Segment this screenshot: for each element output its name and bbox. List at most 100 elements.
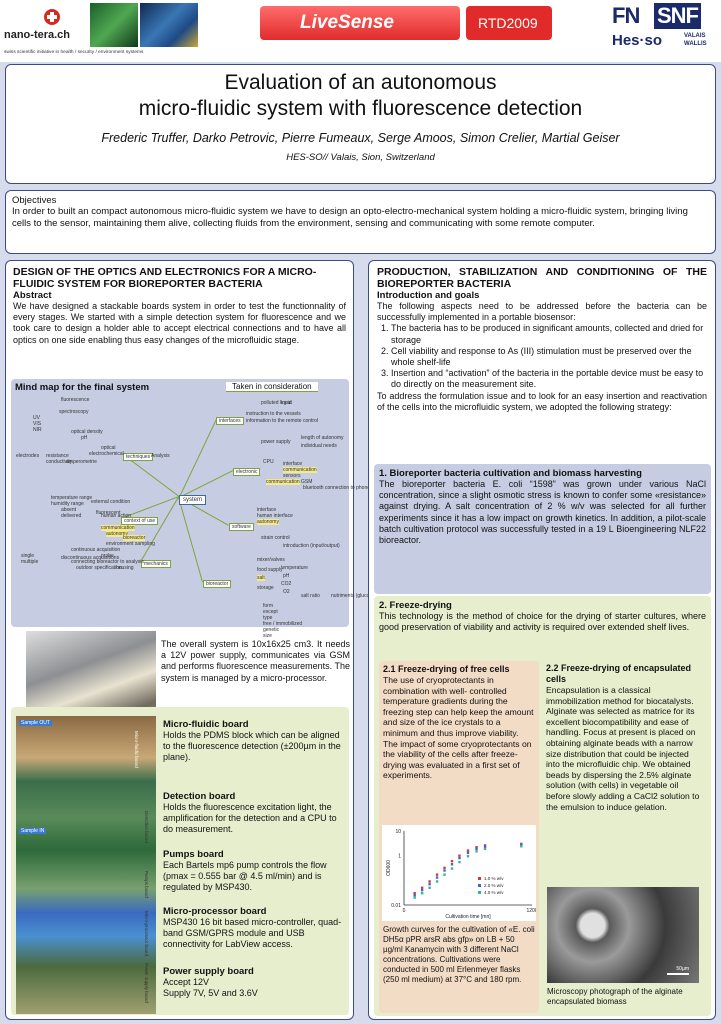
mindmap-node: communication: [266, 479, 300, 485]
mindmap-branch: [179, 419, 217, 498]
poster-title-line1: Evaluation of an autonomous: [224, 71, 497, 94]
mindmap-branch: [140, 496, 179, 562]
board-title: Pumps board: [163, 849, 224, 860]
board-detection: Detection board Holds the fluorescence e…: [163, 791, 347, 849]
board-power: Power supply board Accept 12V Supply 7V,…: [163, 966, 347, 999]
mindmap-node: Analysis: [151, 453, 170, 459]
hesso-valais: VALAIS: [684, 33, 706, 39]
mindmap-node: external condition: [91, 499, 131, 505]
section-1: 1. Bioreporter bacteria cultivation and …: [374, 464, 711, 594]
mindmap-node: length of autonomy: [301, 435, 344, 441]
title-box: Evaluation of an autonomous micro-fluidi…: [5, 64, 716, 184]
y-tick-label: 1: [398, 854, 401, 860]
livesense-banner: [260, 6, 460, 40]
mindmap-node: NIR: [33, 427, 42, 433]
y-axis-label: OD600: [386, 860, 392, 876]
data-point: [413, 892, 416, 895]
data-point: [466, 849, 470, 852]
mindmap-node: bluetooth connection to phone: [303, 485, 370, 491]
data-point: [450, 863, 454, 866]
board-descriptions: Micro-fluidic board Holds the PDMS block…: [163, 719, 347, 999]
data-point: [450, 867, 454, 870]
mindmap-node: information to the remote control: [246, 418, 318, 424]
micro-caption: Microscopy photograph of the alginate en…: [547, 987, 683, 1006]
objectives-box: Objectives In order to built an compact …: [5, 190, 716, 254]
data-point: [435, 876, 439, 879]
mindmap-node: conductivity: [46, 459, 73, 465]
fns-logo: FN SNF: [612, 3, 716, 29]
board-text: Holds the fluorescence excitation light,…: [163, 802, 337, 835]
mindmap-node: CO2: [281, 581, 292, 587]
s21-text1: The use of cryoprotectants in combinatio…: [383, 675, 534, 738]
mindmap-branch: [179, 470, 234, 498]
nano-tera-logo: nano-tera.ch: [4, 3, 86, 43]
s21-caption: Growth curves for the cultivation of «E.…: [383, 925, 535, 984]
abstract-text: We have designed a stackable boards syst…: [13, 301, 346, 345]
mindmap-node: power supply: [261, 439, 291, 445]
mindmap-node: polluted liquid: [261, 400, 292, 406]
board-title: Micro-fluidic board: [163, 719, 249, 730]
s22-title: 2.2 Freeze-drying of encapsulated cells: [546, 663, 692, 684]
right-column: PRODUCTION, STABILIZATION AND CONDITIONI…: [368, 260, 716, 1020]
mindmap-node: input: [281, 400, 292, 406]
mindmap-node: except: [263, 609, 278, 615]
data-point: [443, 866, 446, 870]
section-2-1: 2.1 Freeze-drying of free cells The use …: [379, 661, 539, 1013]
header: nano-tera.ch swiss scientific initiative…: [0, 0, 721, 62]
mindmap-node: autonomy: [257, 519, 279, 525]
intro-text: The following aspects need to be address…: [377, 301, 707, 323]
legend-label: 1.0 % w/v: [484, 876, 504, 881]
x-tick-label: 1200: [526, 908, 536, 914]
boards-photo: [16, 716, 156, 1014]
mindmap-node: resistance: [46, 453, 69, 459]
mindmap-node: communication: [101, 525, 135, 531]
rtd-banner: [466, 6, 552, 40]
scalebar: [667, 973, 689, 975]
scalebar-label: 50µm: [676, 966, 689, 972]
mindmap-node: electrodes: [16, 453, 40, 459]
mindmap-node: pH: [283, 573, 290, 579]
mindmap-node: bioreactor: [123, 535, 146, 541]
data-point: [458, 856, 461, 860]
data-point: [420, 892, 424, 895]
goal-item: The bacteria has to be produced in signi…: [391, 323, 707, 345]
mindmap-node: O2: [283, 589, 290, 595]
board-text: MSP430 16 bit based micro-controller, qu…: [163, 917, 342, 950]
project-name: LiveSense: [300, 12, 394, 33]
mindmap-node: amperometrie: [66, 459, 97, 465]
board-text: Each Bartels mp6 pump controls the flow …: [163, 860, 327, 893]
mindmap-title: Mind map for the final system: [15, 382, 150, 393]
board-text: Holds the PDMS block which can be aligne…: [163, 730, 341, 763]
board-pumps: Pumps board Each Bartels mp6 pump contro…: [163, 849, 347, 906]
data-point: [475, 850, 478, 853]
mindmap-node: interfaces: [216, 417, 244, 425]
mindmap-node: electronic: [233, 468, 261, 476]
mindmap-node: temperature: [281, 565, 308, 571]
mindmap-node: salt ratio: [301, 593, 320, 599]
board-microprocessor: Micro-processor board MSP430 16 bit base…: [163, 906, 347, 966]
hesso-wallis: WALLIS: [684, 41, 707, 47]
s22-text: Encapsulation is a classical immobilizat…: [546, 685, 700, 812]
data-point: [428, 880, 431, 883]
legend-marker: [478, 884, 481, 887]
logo-tagline: swiss scientific initiative in health / …: [4, 50, 144, 55]
data-point: [413, 896, 416, 899]
mindmap-node: human action: [101, 513, 132, 519]
data-point: [458, 860, 461, 864]
data-point: [443, 869, 446, 872]
mindmap-node: CPU: [263, 459, 274, 465]
mindmap-node: fluorescent: [96, 510, 121, 516]
mindmap-node: human interface: [257, 513, 293, 519]
overall-box: The overall system is 10x16x25 cm3. It n…: [161, 639, 350, 717]
objectives-heading: Objectives: [12, 195, 57, 206]
mindmap-node: outdoor specification: [76, 565, 122, 571]
mindmap-node: individual needs: [301, 443, 337, 449]
circuit-photo: [140, 3, 198, 47]
mindmap-node: optical: [101, 445, 116, 451]
data-point: [483, 844, 487, 847]
mindmap-node: storage: [257, 585, 274, 591]
mindmap-node: form: [263, 603, 273, 609]
mindmap-node: spectroscopy: [59, 409, 89, 415]
data-point: [420, 886, 424, 889]
mindmap-node: system: [179, 495, 207, 505]
